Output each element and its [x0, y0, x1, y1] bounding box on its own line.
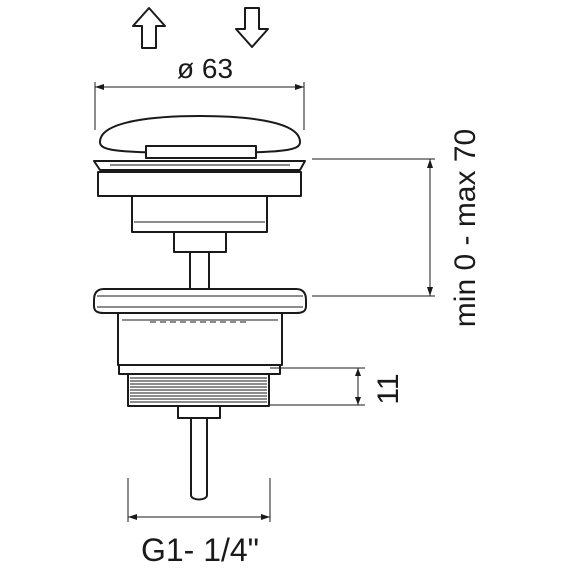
- thread-size-label: G1- 1/4": [141, 532, 259, 568]
- arrow-up-icon: [132, 7, 166, 49]
- thread-height-dimension: 11: [270, 367, 405, 406]
- flange: [93, 160, 306, 197]
- diameter-dimension: ø 63: [94, 53, 305, 130]
- thread: [118, 364, 281, 407]
- diameter-label: ø 63: [177, 53, 233, 84]
- stroke-label: min 0 - max 70: [449, 129, 482, 327]
- lower-flange: [93, 288, 307, 314]
- stroke-dimension: min 0 - max 70: [312, 129, 482, 327]
- tail-rod: [177, 405, 221, 501]
- cap: [99, 115, 301, 159]
- upper-body: [131, 195, 268, 233]
- stem: [173, 231, 227, 290]
- thread-height-label: 11: [372, 373, 405, 404]
- thread-size-dimension: G1- 1/4": [127, 478, 271, 568]
- arrow-down-icon: [235, 7, 269, 48]
- body-tube: [117, 312, 283, 366]
